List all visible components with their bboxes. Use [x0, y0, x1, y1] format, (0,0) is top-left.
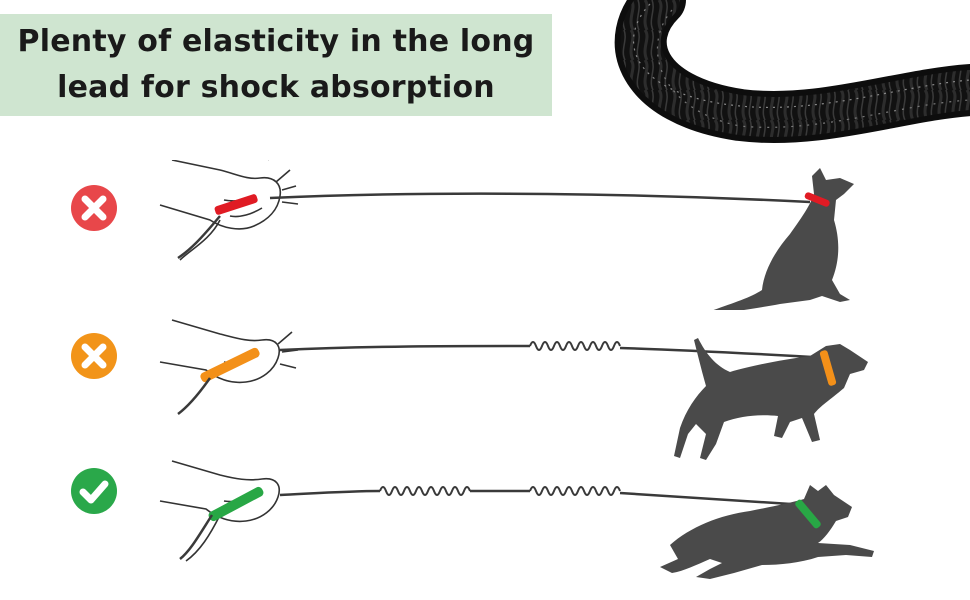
- spring-coil-icon: [529, 486, 621, 496]
- comparison-row-two-springs: [0, 455, 970, 600]
- rigid-lead-scene: [159, 160, 854, 310]
- one-spring-lead-scene: [159, 319, 868, 460]
- headline-line-2: lead for shock absorption: [57, 70, 495, 105]
- x-circle-icon: [71, 185, 117, 231]
- walking-dog-icon: [674, 338, 868, 460]
- bungee-leash-image: [614, 0, 970, 144]
- spring-coil-icon: [379, 486, 471, 496]
- hand-icon: [159, 160, 299, 261]
- headline-line-1: Plenty of elasticity in the long: [17, 24, 535, 59]
- comparison-row-rigid: [0, 160, 970, 310]
- x-circle-icon: [71, 333, 117, 379]
- comparison-row-one-spring: [0, 310, 970, 460]
- running-dog-icon: [660, 485, 874, 579]
- check-circle-icon: [71, 468, 117, 514]
- headline-banner: Plenty of elasticity in the long lead fo…: [0, 14, 552, 116]
- sitting-dog-icon: [713, 168, 854, 310]
- spring-coil-icon: [529, 341, 621, 351]
- hand-icon: [159, 319, 299, 384]
- two-spring-lead-scene: [159, 460, 874, 579]
